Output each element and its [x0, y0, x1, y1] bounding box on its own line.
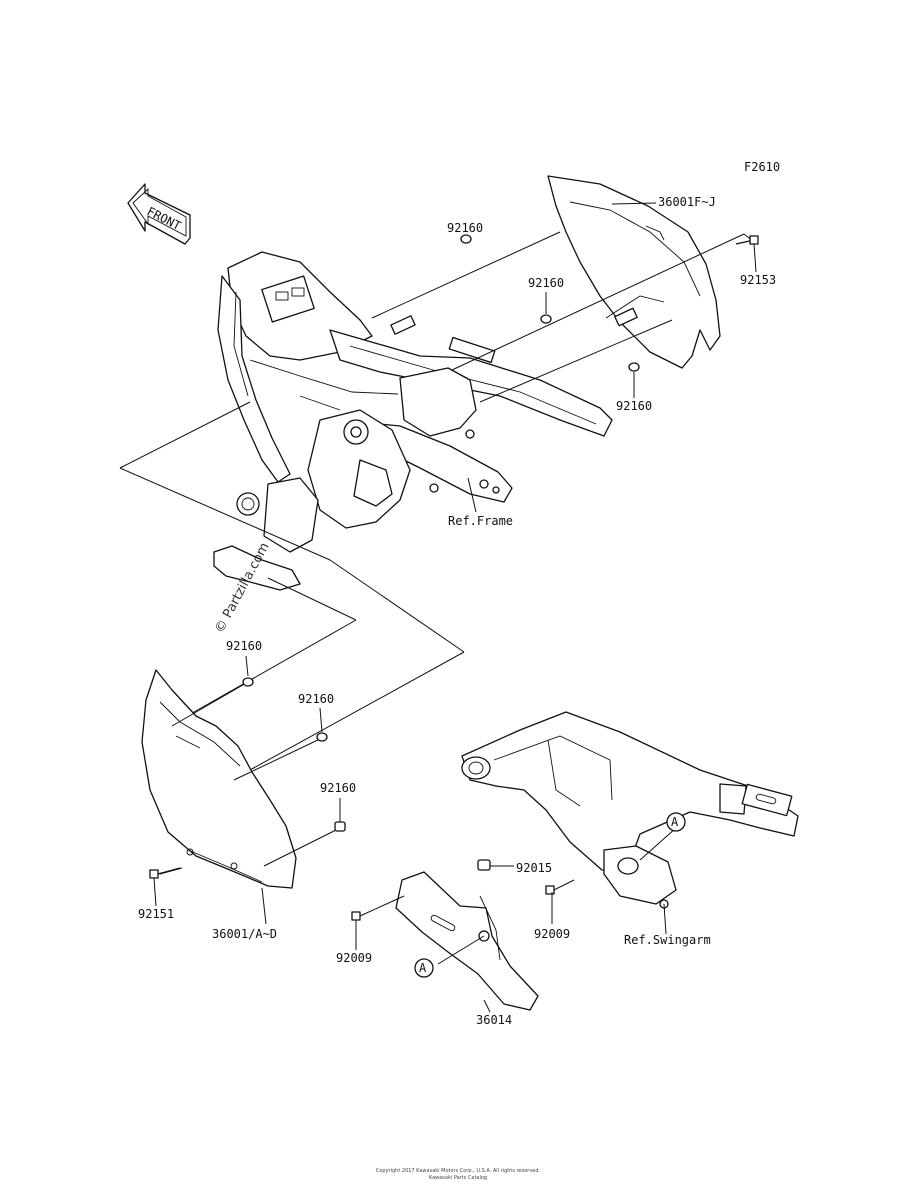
- label-ref-swingarm: Ref.Swingarm: [624, 933, 711, 947]
- label-92160-f: 92160: [320, 781, 356, 795]
- callout-a2: A: [414, 958, 434, 978]
- svg-text:A: A: [419, 961, 427, 975]
- label-ref-frame: Ref.Frame: [448, 514, 513, 528]
- footer-line-2: Kawasaki Parts Catalog: [429, 1175, 487, 1181]
- grommet-lower-b-icon: [316, 732, 328, 742]
- footer-line-1: Copyright 2017 Kawasaki Motors Corp., U.…: [376, 1168, 541, 1174]
- lower-leader-lines: [159, 681, 341, 925]
- figure-code: F2610: [744, 160, 780, 174]
- chain-guard: [395, 871, 539, 1013]
- lower-side-cover: [141, 669, 297, 889]
- label-92160-b: 92160: [528, 276, 564, 290]
- label-92015: 92015: [516, 861, 552, 875]
- label-92160-e: 92160: [298, 692, 334, 706]
- label-36001-upper: 36001F~J: [658, 195, 716, 209]
- clip-92015-icon: [477, 859, 514, 871]
- label-92009-a: 92009: [336, 951, 372, 965]
- grommet-upper-c-icon: [628, 362, 640, 372]
- label-36001-lower: 36001/A~D: [212, 927, 277, 941]
- label-92153: 92153: [740, 273, 776, 287]
- callout-a1: A: [666, 812, 686, 832]
- screw-92009-b-icon: [545, 879, 575, 924]
- frame-assembly: [213, 251, 613, 591]
- label-92151: 92151: [138, 907, 174, 921]
- grommet-upper-b-icon: [540, 314, 552, 324]
- grommet-lower-c-icon: [334, 821, 346, 832]
- grommet-lower-a-icon: [242, 677, 254, 687]
- grommet-upper-a-icon: [460, 234, 472, 244]
- label-92160-d: 92160: [226, 639, 262, 653]
- swingarm-assembly: [461, 711, 799, 935]
- label-92160-a: 92160: [447, 221, 483, 235]
- upper-side-cover: [547, 175, 721, 369]
- bolt-92153-icon: [735, 235, 759, 245]
- svg-text:A: A: [671, 815, 679, 829]
- upper-leader-lines: [119, 231, 755, 771]
- label-92160-c: 92160: [616, 399, 652, 413]
- front-arrow-icon: FRONT: [127, 183, 191, 245]
- label-92009-b: 92009: [534, 927, 570, 941]
- label-36014: 36014: [476, 1013, 512, 1027]
